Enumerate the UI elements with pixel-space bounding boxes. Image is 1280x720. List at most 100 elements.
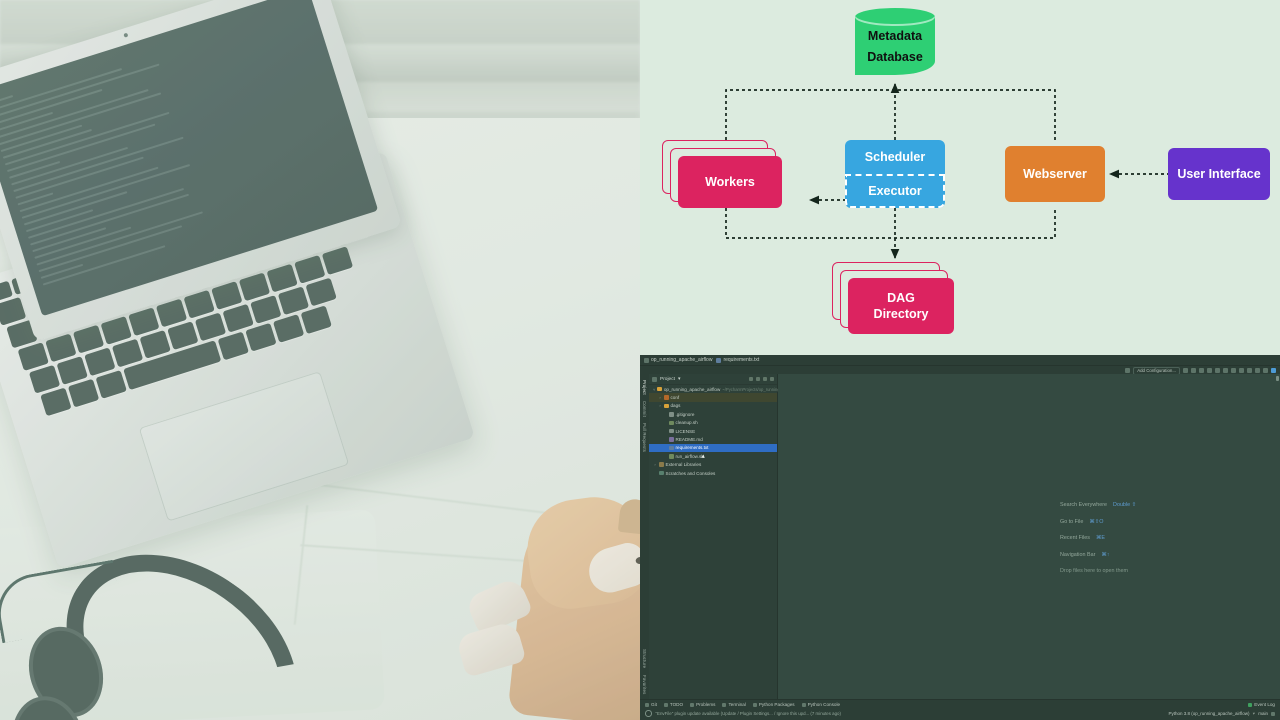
hint-label: Navigation Bar	[1060, 551, 1096, 558]
sidebar-item-structure[interactable]: Structure	[642, 649, 647, 669]
file-type-icon	[664, 395, 669, 400]
tree-item[interactable]: ˅ op_running_apache_airflow~/PycharmProje…	[649, 385, 780, 393]
photo-color-tint-overlay	[0, 0, 640, 720]
file-type-icon	[657, 386, 662, 392]
scheduler-label: Scheduler	[864, 150, 926, 164]
tree-item[interactable]: ›External Libraries	[649, 461, 777, 469]
interpreter-and-branch: Python 3.8 (op_running_apache_airflow) ⑂…	[1168, 711, 1275, 716]
search-icon[interactable]	[1263, 368, 1268, 373]
tree-twisty-icon[interactable]: ›	[654, 462, 656, 468]
hint-label: Recent Files	[1060, 535, 1090, 541]
breadcrumb-project-label: op_running_apache_airflow	[651, 357, 713, 363]
event-log-button[interactable]: Event Log	[1248, 702, 1275, 707]
tree-item-label: op_running_apache_airflow	[663, 386, 721, 392]
tree-item[interactable]: .gitignore	[649, 410, 777, 418]
chevron-down-icon[interactable]: ▾	[677, 376, 681, 382]
select-opened-file-icon[interactable]	[756, 377, 760, 381]
file-type-icon	[669, 445, 674, 451]
file-icon	[716, 357, 722, 363]
tree-item[interactable]: requirements.txt	[649, 443, 777, 453]
git-branch-label[interactable]: main	[1258, 711, 1268, 716]
tree-twisty-icon[interactable]: ˅	[653, 386, 656, 392]
debug-button-icon[interactable]	[1191, 368, 1196, 373]
notification-text[interactable]: "EnvFile" plugin update available (Updat…	[655, 711, 841, 716]
sidebar-item-project[interactable]: Project	[642, 380, 647, 395]
user-profile-icon[interactable]	[1125, 368, 1131, 373]
sidebar-item-commit[interactable]: Commit	[642, 400, 647, 417]
avatar[interactable]	[1271, 368, 1276, 373]
tree-twisty-icon[interactable]: ›	[659, 403, 661, 409]
tree-item[interactable]: Scratches and Consoles	[649, 469, 777, 477]
status-tool-python-console[interactable]: Python Console	[801, 702, 840, 707]
git-update-icon[interactable]	[1223, 368, 1228, 373]
tool-window-stripe-left: Project Commit Pull Requests Structure F…	[640, 374, 649, 700]
tree-item[interactable]: run_airflow.sh	[649, 452, 777, 460]
gear-icon[interactable]	[1255, 368, 1260, 373]
console-icon	[801, 702, 806, 707]
tree-item[interactable]: LICENSE	[649, 427, 777, 435]
workers-card: Workers	[678, 156, 782, 208]
tree-item[interactable]: README.md	[649, 435, 777, 443]
dag-directory-card: DAG Directory	[848, 278, 954, 334]
status-tool-label: Python Packages	[758, 702, 795, 707]
notifications-bell-icon[interactable]	[1271, 711, 1275, 716]
tree-item-label: requirements.txt	[675, 445, 709, 451]
breadcrumb-item-project[interactable]: op_running_apache_airflow	[644, 357, 712, 363]
tree-item[interactable]: › conf	[649, 393, 777, 402]
scrollbar[interactable]	[1276, 376, 1279, 381]
editor-hint: Go to File⌘⇧O	[1060, 519, 1260, 525]
breadcrumb-file-label: requirements.txt	[723, 357, 760, 363]
tree-twisty-icon[interactable]: ›	[659, 395, 661, 401]
cylinder-top	[855, 8, 935, 26]
user-interface-label: User Interface	[1177, 167, 1261, 181]
status-tool-label: Problems	[696, 702, 716, 707]
editor-hint: Recent Files ⌘E	[1060, 535, 1260, 541]
breadcrumb-item-file[interactable]: requirements.txt	[716, 357, 759, 363]
notification-icon[interactable]	[645, 710, 652, 717]
file-type-icon	[669, 437, 674, 442]
project-window-icon	[652, 376, 657, 382]
status-tool-todo[interactable]: TODO	[663, 702, 684, 707]
dag-label-line2: Directory	[873, 307, 929, 321]
problems-icon	[690, 702, 695, 707]
tree-item-label: .gitignore	[675, 411, 695, 417]
project-panel-title: Project	[660, 376, 675, 382]
stop-button-icon[interactable]	[1199, 368, 1204, 373]
status-tool-label: TODO	[669, 702, 684, 707]
status-tool-problems[interactable]: Problems	[690, 702, 715, 707]
branch-icon: ⑂	[1252, 711, 1256, 716]
workers-label: Workers	[705, 175, 755, 189]
status-tool-terminal[interactable]: Terminal	[722, 702, 746, 707]
coverage-icon[interactable]	[1207, 368, 1212, 373]
webserver-label: Webserver	[1023, 167, 1087, 181]
python-interpreter[interactable]: Python 3.8 (op_running_apache_airflow)	[1168, 711, 1250, 716]
file-type-icon	[669, 428, 674, 434]
node-scheduler-executor: Scheduler Executor	[845, 140, 945, 208]
tree-item[interactable]: cleanup.sh	[649, 419, 777, 427]
collapse-all-icon[interactable]	[749, 377, 753, 381]
git-history-icon[interactable]	[1247, 368, 1252, 373]
tree-item[interactable]: ›dags	[649, 402, 777, 410]
hide-panel-icon[interactable]	[770, 377, 774, 381]
hint-shortcut: ⌘E	[1095, 535, 1105, 541]
node-dag-directory: DAG Directory	[832, 262, 962, 336]
git-commit-icon[interactable]	[1231, 368, 1236, 373]
git-push-icon[interactable]	[1239, 368, 1244, 373]
tree-item-label: conf	[670, 395, 680, 401]
hint-shortcut: Double ⇧	[1113, 502, 1137, 508]
project-file-tree[interactable]: ˅ op_running_apache_airflow~/PycharmProje…	[649, 385, 780, 477]
profile-icon[interactable]	[1215, 368, 1220, 373]
stripe-bottom-group: Structure Favorites	[642, 646, 647, 697]
sidebar-item-pull-requests[interactable]: Pull Requests	[642, 422, 647, 452]
status-tool-git[interactable]: Git	[645, 702, 657, 707]
tree-item-path: ~/PycharmProjects/op_running	[722, 386, 780, 392]
sidebar-item-favorites[interactable]: Favorites	[642, 674, 647, 694]
settings-icon[interactable]	[763, 377, 767, 381]
run-button-icon[interactable]	[1183, 368, 1188, 373]
node-user-interface: User Interface	[1168, 148, 1270, 200]
project-tool-window: Project ▾ ˅ op_running_apache_airflow~/Py…	[649, 374, 780, 700]
status-tool-python-packages[interactable]: Python Packages	[752, 702, 795, 707]
